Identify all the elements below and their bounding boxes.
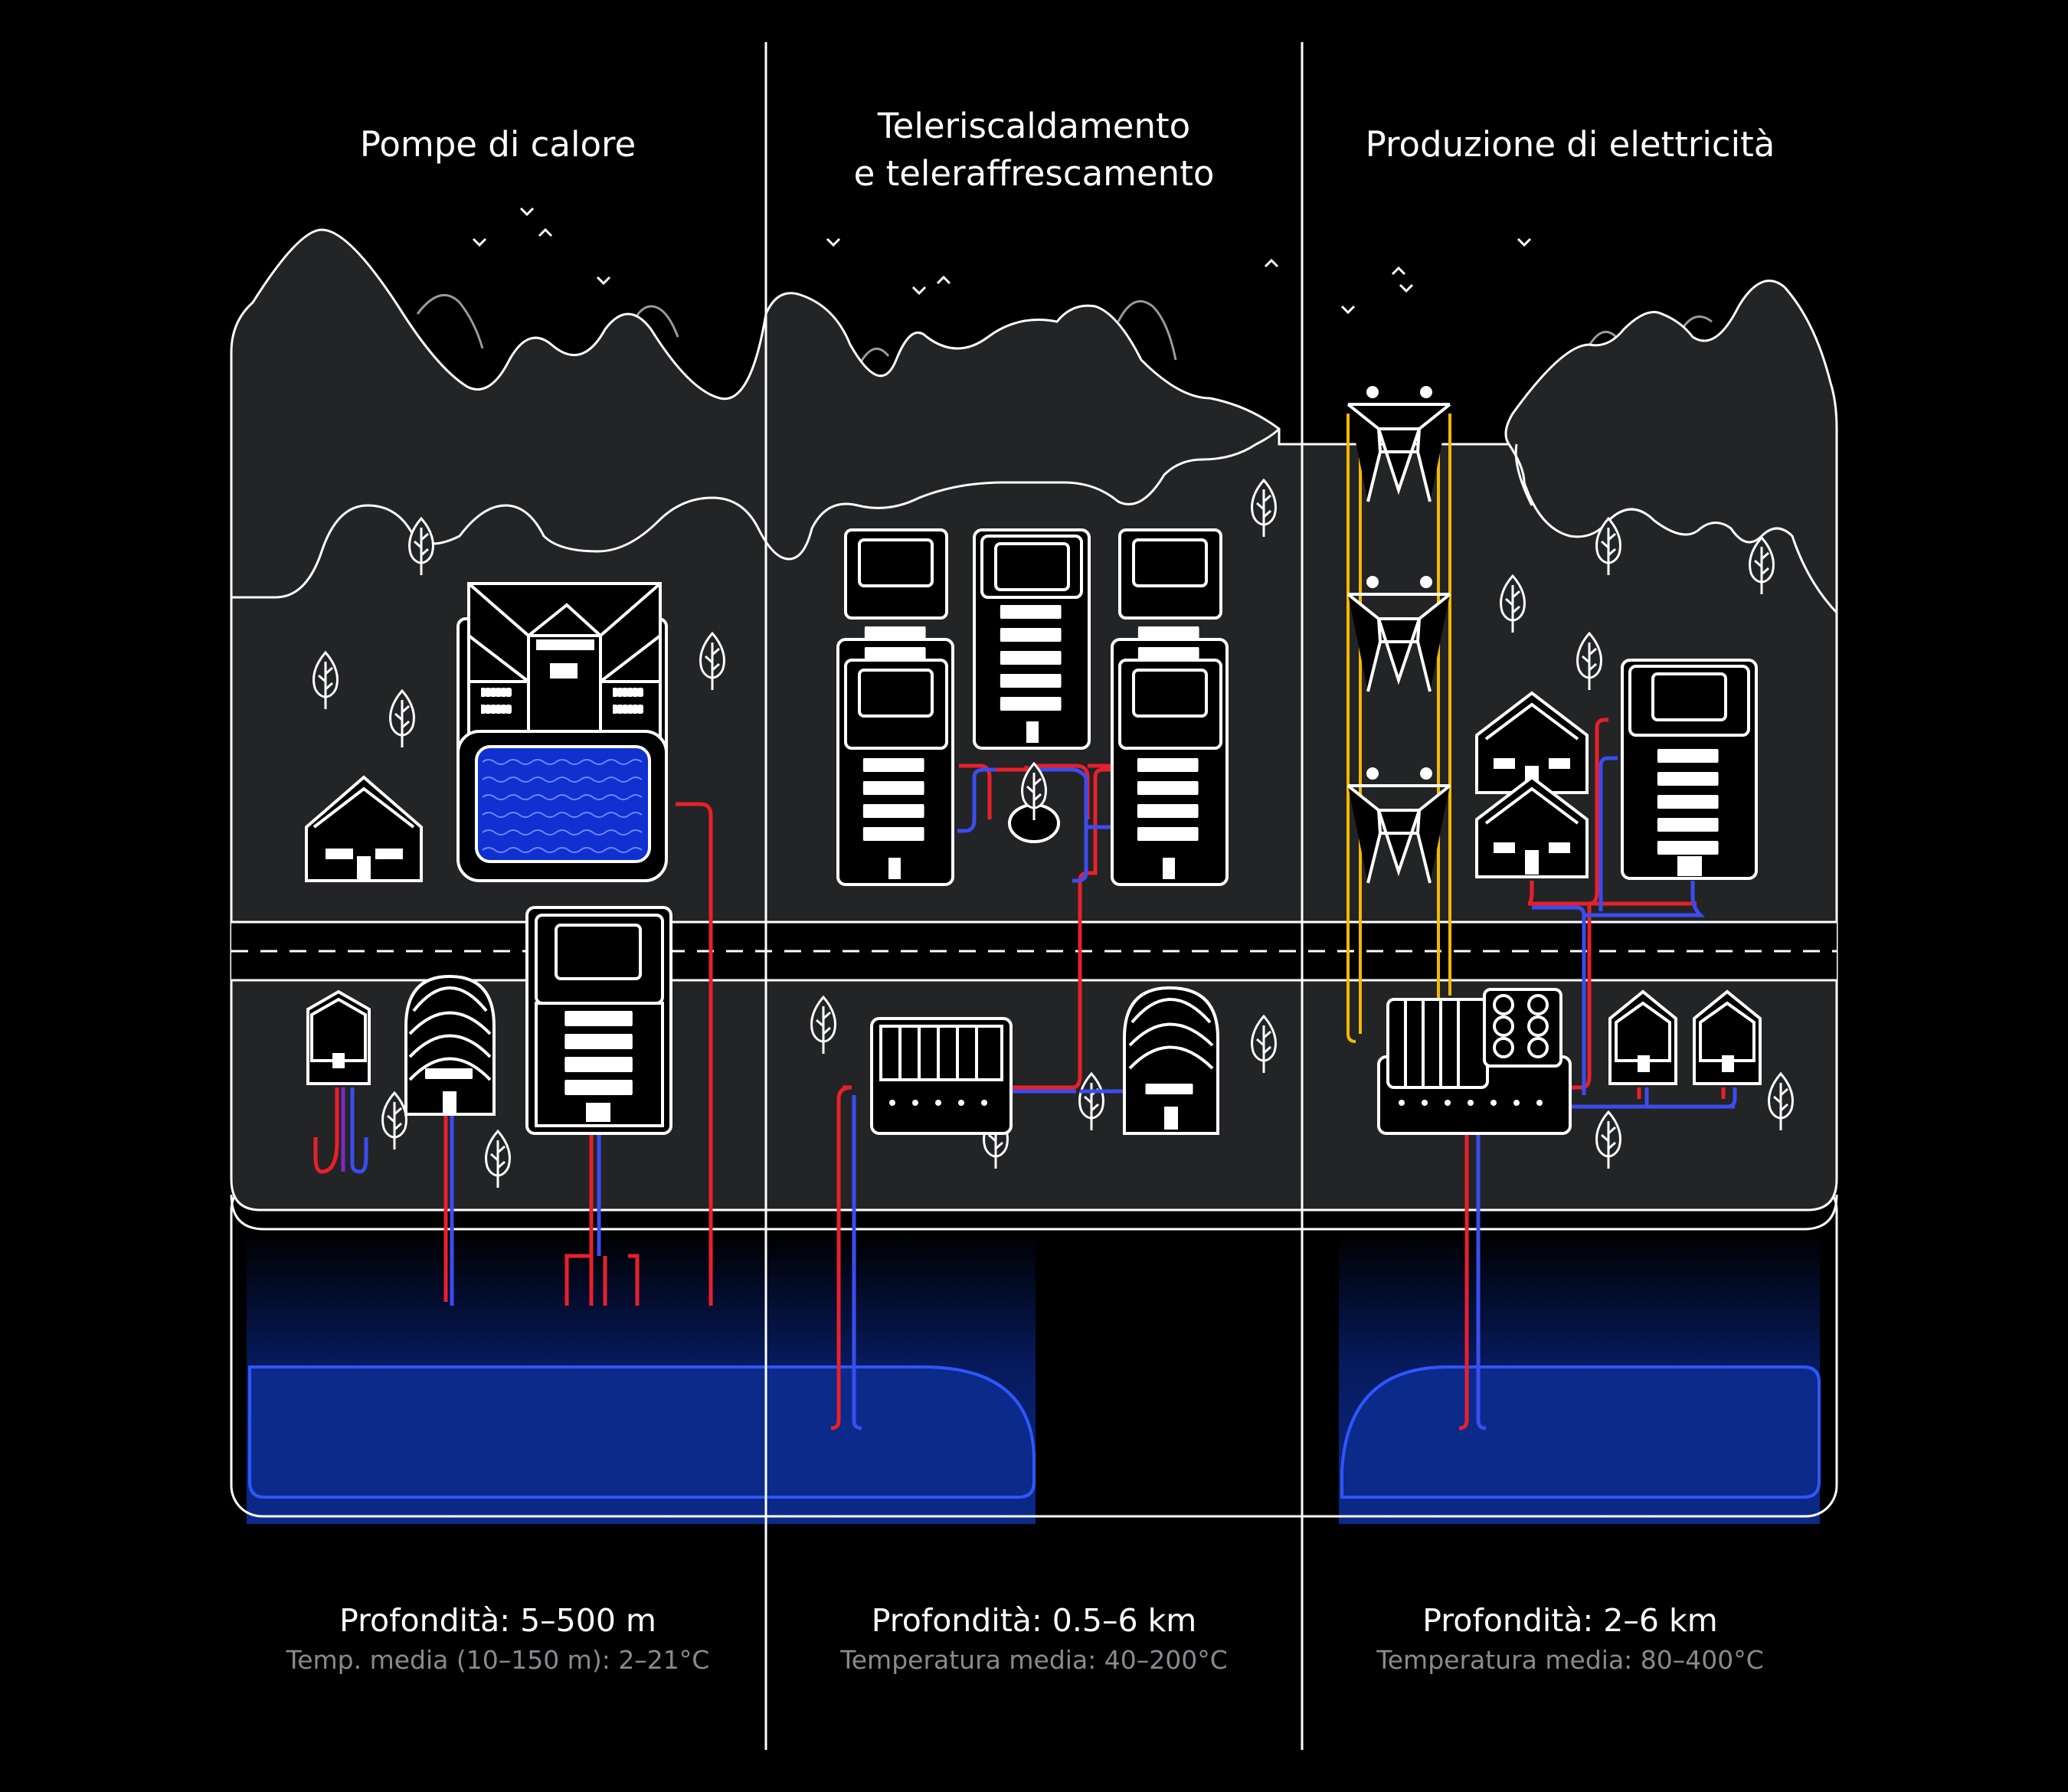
- depth-label-electricity: Profondità: 2–6 km: [1422, 1602, 1718, 1639]
- house-icon: [1608, 989, 1677, 1085]
- greenhouse-icon: [404, 974, 496, 1116]
- title-line: Produzione di elettricità: [1365, 124, 1775, 165]
- column-title-district-heating: Teleriscaldamento e teleraffrescamento: [766, 103, 1302, 198]
- pool-waves: [482, 759, 643, 853]
- house-icon: [1693, 989, 1762, 1085]
- reservoir-right: [1339, 1233, 1821, 1524]
- temperature-label-heat-pumps: Temp. media (10–150 m): 2–21°C: [286, 1645, 710, 1675]
- title-line: e teleraffrescamento: [853, 153, 1215, 194]
- factory-icon: [870, 1017, 1013, 1135]
- greenhouse-icon: [1123, 986, 1219, 1135]
- pipes-heat-pumps: [313, 802, 713, 1306]
- reservoir-left: [247, 1233, 1036, 1524]
- apartment-icon: [1621, 659, 1758, 880]
- title-line: Pompe di calore: [359, 124, 636, 165]
- power-pylon-icon: [1346, 386, 1451, 884]
- depth-label-district-heating: Profondità: 0.5–6 km: [871, 1602, 1197, 1639]
- fountain-icon: [1008, 762, 1060, 843]
- temperature-label-electricity: Temperatura media: 80–400°C: [1376, 1645, 1764, 1675]
- column-title-heat-pumps: Pompe di calore: [230, 121, 766, 168]
- title-line: Teleriscaldamento: [877, 106, 1191, 146]
- power-plant-icon: [1377, 988, 1572, 1135]
- pipes-district-heating: [830, 764, 1126, 1431]
- bird-icon: [472, 207, 1532, 315]
- house-icon: [306, 989, 371, 1085]
- road: [231, 921, 1837, 982]
- house-icon: [1475, 775, 1589, 878]
- pipes-power: [1458, 718, 1737, 1431]
- villa-icon: [456, 582, 668, 882]
- house-icon: [305, 775, 423, 882]
- apartment-grid: [836, 528, 1229, 886]
- temperature-label-district-heating: Temperatura media: 40–200°C: [840, 1645, 1228, 1675]
- column-title-electricity: Produzione di elettricità: [1302, 121, 1838, 168]
- depth-label-heat-pumps: Profondità: 5–500 m: [339, 1602, 656, 1639]
- apartment-icon: [525, 906, 672, 1135]
